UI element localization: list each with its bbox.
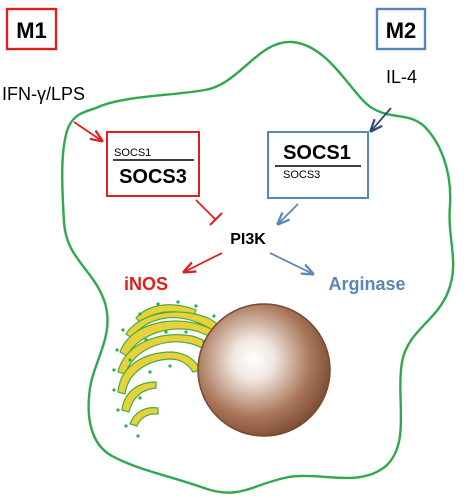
ifn-lps-arrow: [73, 121, 102, 141]
m2-activation-arrow: [278, 203, 299, 224]
inos-label: iNOS: [124, 274, 168, 294]
m2-socs3-label: SOCS3: [283, 169, 320, 181]
m1-inhibition-line: [195, 199, 217, 221]
m1-label: M1: [16, 18, 47, 43]
m2-label: M2: [386, 18, 417, 43]
m1-socs3-label: SOCS3: [119, 166, 187, 188]
m1-stimulus-label: IFN-γ/LPS: [2, 84, 85, 104]
cell-membrane: [61, 40, 455, 494]
m2-socs-box: [267, 131, 369, 199]
nucleus: [197, 303, 331, 437]
il4-arrow: [371, 107, 392, 131]
m2-stimulus-label: IL-4: [386, 67, 417, 87]
m2-socs1-label: SOCS1: [283, 142, 351, 164]
pi3k-label: PI3K: [230, 231, 266, 248]
inos-arrow: [184, 252, 223, 272]
arginase-arrow: [269, 252, 313, 274]
m1-socs-box: [106, 131, 200, 197]
arginase-label: Arginase: [328, 274, 405, 294]
m1-inhibition-bar: [209, 212, 223, 226]
m2-label-box: [375, 7, 427, 51]
m1-label-box: [5, 7, 58, 51]
m1-socs1-label: SOCS1: [114, 147, 151, 159]
